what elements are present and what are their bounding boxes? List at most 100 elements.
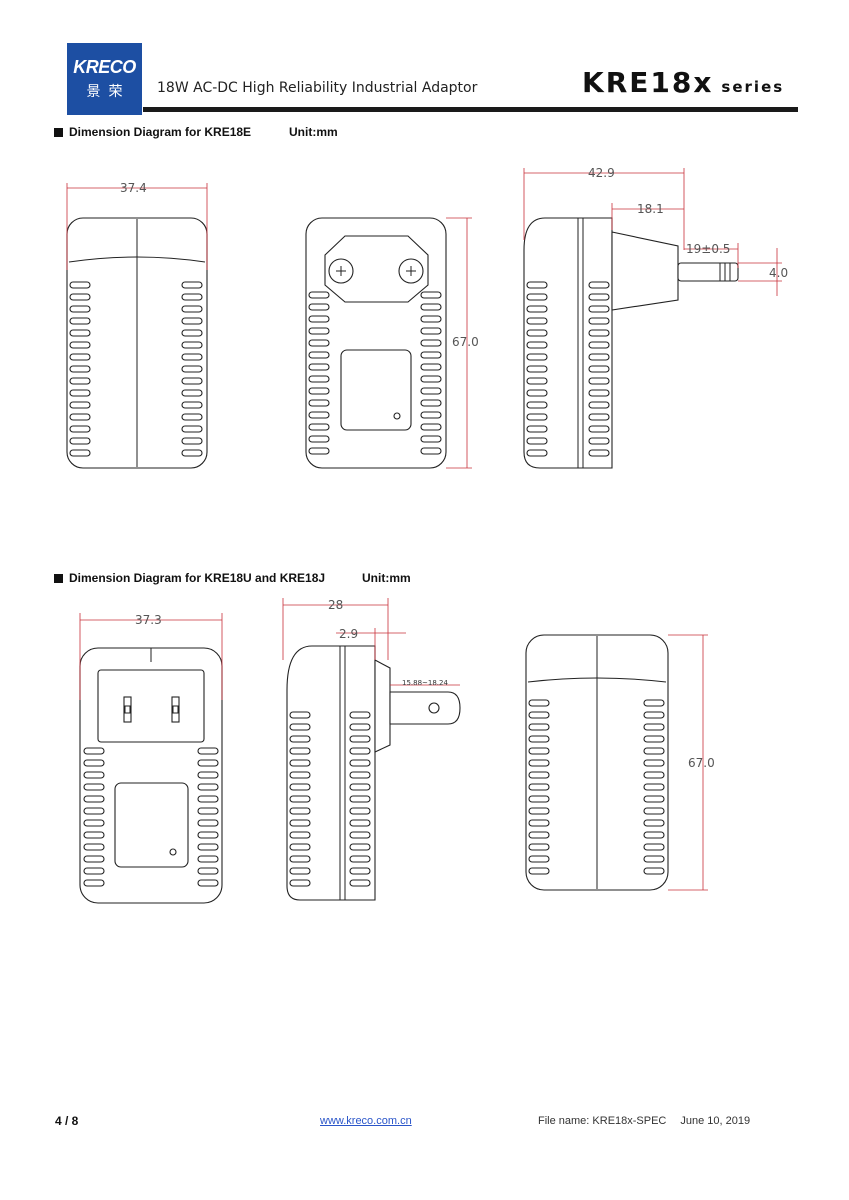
- vent-rib: [197, 831, 219, 839]
- vent-rib: [69, 329, 91, 337]
- vent-rib: [643, 711, 665, 719]
- vent-rib: [289, 759, 311, 767]
- vent-rib: [289, 771, 311, 779]
- product-series: series: [721, 78, 785, 96]
- vent-rib: [588, 437, 610, 445]
- vent-rib: [528, 795, 550, 803]
- vent-rib: [420, 399, 442, 407]
- vent-rib: [420, 363, 442, 371]
- vent-rib: [588, 449, 610, 457]
- vent-rib: [643, 735, 665, 743]
- vent-rib: [289, 747, 311, 755]
- vent-rib: [83, 819, 105, 827]
- vent-rib: [643, 771, 665, 779]
- kre18e-plug-offset-label: 18.1: [637, 202, 664, 216]
- vent-rib: [308, 411, 330, 419]
- vent-rib: [289, 843, 311, 851]
- product-model: KRE18x: [582, 66, 714, 99]
- vent-rib: [526, 353, 548, 361]
- kre18u-front-view: [79, 647, 223, 904]
- kre18e-pin-diameter-label: 4.0: [769, 266, 788, 280]
- vent-rib: [526, 389, 548, 397]
- vent-rib: [197, 759, 219, 767]
- vent-rib: [349, 831, 371, 839]
- vent-rib: [181, 317, 203, 325]
- vent-rib: [69, 449, 91, 457]
- vent-rib: [420, 375, 442, 383]
- kre18u-height-label: 67.0: [688, 756, 715, 770]
- vent-rib: [308, 363, 330, 371]
- vent-rib: [197, 879, 219, 887]
- vent-rib: [349, 867, 371, 875]
- vent-rib: [526, 401, 548, 409]
- vent-rib: [643, 831, 665, 839]
- vent-rib: [420, 315, 442, 323]
- vent-rib: [588, 365, 610, 373]
- vent-rib: [526, 329, 548, 337]
- vent-rib: [526, 281, 548, 289]
- vent-rib: [420, 411, 442, 419]
- vent-rib: [349, 855, 371, 863]
- vent-rib: [643, 819, 665, 827]
- vent-rib: [308, 327, 330, 335]
- vent-rib: [83, 747, 105, 755]
- kre18u-width-label: 37.3: [135, 613, 162, 627]
- vent-rib: [289, 735, 311, 743]
- kre18e-height-label: 67.0: [452, 335, 479, 349]
- vent-rib: [308, 423, 330, 431]
- vent-rib: [528, 867, 550, 875]
- vent-rib: [83, 795, 105, 803]
- section-unit: Unit:mm: [362, 571, 411, 585]
- vent-rib: [528, 783, 550, 791]
- vent-rib: [83, 783, 105, 791]
- vent-rib: [526, 293, 548, 301]
- vent-rib: [197, 795, 219, 803]
- vent-rib: [197, 783, 219, 791]
- vent-rib: [643, 747, 665, 755]
- vent-rib: [181, 437, 203, 445]
- kre18u-pin-length-label: 15.88~18.24: [402, 679, 448, 687]
- vent-rib: [83, 771, 105, 779]
- vent-rib: [420, 351, 442, 359]
- vent-rib: [420, 387, 442, 395]
- section-heading-kre18e: Dimension Diagram for KRE18E: [54, 125, 251, 139]
- vent-rib: [289, 819, 311, 827]
- vent-rib: [197, 855, 219, 863]
- vent-rib: [69, 305, 91, 313]
- vent-rib: [526, 437, 548, 445]
- vent-rib: [289, 795, 311, 803]
- vent-rib: [83, 831, 105, 839]
- vent-rib: [588, 317, 610, 325]
- vent-rib: [308, 315, 330, 323]
- vent-rib: [197, 747, 219, 755]
- document-subtitle: 18W AC-DC High Reliability Industrial Ad…: [157, 80, 478, 96]
- vent-ribs: [69, 281, 203, 457]
- vent-rib: [420, 435, 442, 443]
- vent-rib: [83, 843, 105, 851]
- vent-rib: [197, 771, 219, 779]
- vent-rib: [528, 723, 550, 731]
- kre18e-dimensions: 37.4 67.0 42.9 18.1 19±0.5 4.0: [66, 166, 788, 469]
- vent-rib: [69, 365, 91, 373]
- vent-rib: [528, 747, 550, 755]
- vent-rib: [181, 305, 203, 313]
- vent-rib: [528, 831, 550, 839]
- vent-rib: [181, 377, 203, 385]
- vent-rib: [197, 807, 219, 815]
- vent-rib: [643, 807, 665, 815]
- vent-rib: [349, 819, 371, 827]
- vent-rib: [528, 699, 550, 707]
- vent-rib: [197, 843, 219, 851]
- vent-rib: [588, 389, 610, 397]
- kre18e-pin-length-label: 19±0.5: [686, 242, 730, 256]
- website-link[interactable]: www.kreco.com.cn: [320, 1115, 412, 1127]
- vent-rib: [197, 867, 219, 875]
- bullet-square-icon: [54, 128, 63, 137]
- section-heading-kre18u: Dimension Diagram for KRE18U and KRE18J: [54, 571, 325, 585]
- vent-rib: [588, 293, 610, 301]
- kre18e-front-view: [66, 217, 208, 469]
- vent-rib: [526, 377, 548, 385]
- vent-rib: [289, 855, 311, 863]
- section-title: Dimension Diagram for KRE18E: [69, 125, 252, 139]
